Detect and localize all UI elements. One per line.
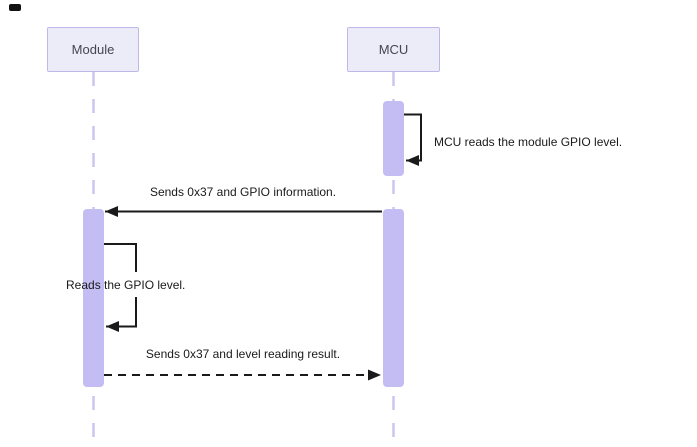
self-message-loop-module-top — [104, 243, 137, 272]
message-label-module-self: Reads the GPIO level. — [66, 278, 186, 292]
activation-bar-mcu-2 — [383, 209, 404, 387]
activation-bar-mcu-1 — [383, 101, 404, 176]
self-message-loop-mcu — [404, 113, 422, 166]
message-label-dashed: Sends 0x37 and level reading result. — [145, 347, 341, 361]
actor-label-mcu: MCU — [378, 42, 409, 57]
corner-artifact-mark — [9, 4, 21, 11]
self-message-loop-module-bottom — [106, 297, 137, 332]
message-label-solid: Sends 0x37 and GPIO information. — [149, 185, 337, 199]
activation-bar-module — [83, 209, 104, 387]
actor-box-module: Module — [47, 27, 139, 72]
actor-label-module: Module — [71, 42, 115, 57]
actor-box-mcu: MCU — [347, 27, 440, 72]
message-label-mcu-self: MCU reads the module GPIO level. — [434, 135, 623, 149]
